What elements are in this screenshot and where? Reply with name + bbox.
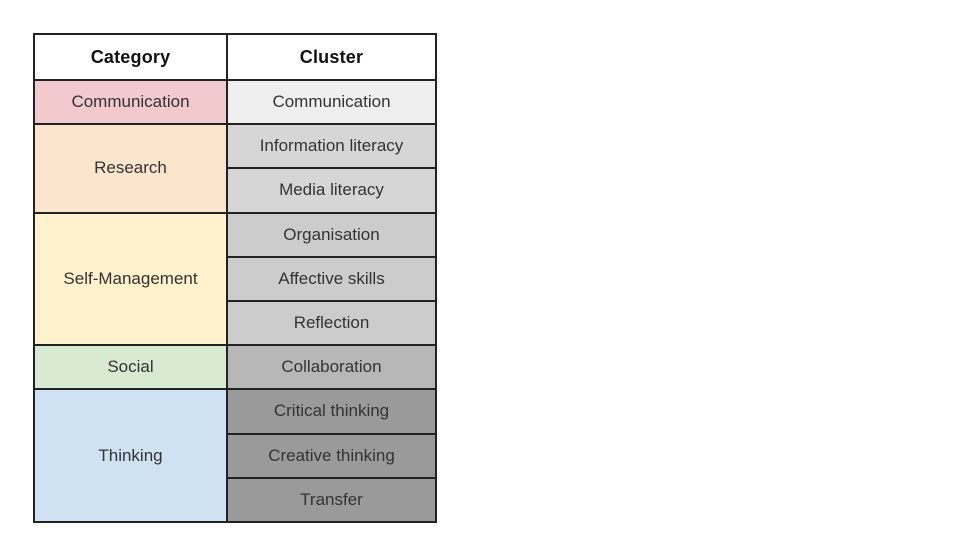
table-row: Creative thinking [34, 432, 437, 479]
category-cell-communication: Communication [33, 78, 228, 126]
atl-category-cluster-table: Category Cluster Communication Communica… [33, 33, 437, 524]
table-row: Self-Management Organisation [33, 211, 437, 347]
cluster-cell-critical-thinking: Critical thinking [226, 388, 437, 435]
table-header-row: Category Cluster [33, 33, 437, 81]
table-row: Transfer [34, 476, 437, 524]
table-row: Research Information literacy [33, 123, 437, 214]
cluster-cell-reflection: Reflection [226, 299, 437, 347]
table-row: Communication Communication [33, 78, 437, 126]
table-row: Affective skills [34, 255, 437, 302]
cluster-cell-information-literacy: Information literacy [226, 123, 437, 170]
cluster-cell-transfer: Transfer [226, 476, 437, 524]
cluster-cell-organisation: Organisation [226, 211, 437, 258]
column-header-cluster: Cluster [226, 33, 437, 81]
category-cell-self-management: Self-Management [33, 211, 228, 347]
cluster-cell-collaboration: Collaboration [226, 344, 437, 391]
cluster-cell-communication: Communication [226, 78, 437, 126]
column-header-category: Category [33, 33, 228, 81]
category-cell-social: Social [33, 344, 228, 391]
cluster-cell-creative-thinking: Creative thinking [226, 432, 437, 479]
category-cell-thinking: Thinking [33, 388, 228, 523]
table-row: Reflection [34, 299, 437, 347]
cluster-cell-media-literacy: Media literacy [226, 167, 437, 214]
table-row: Media literacy [34, 167, 437, 214]
table-row: Thinking Critical thinking [33, 388, 437, 523]
cluster-cell-affective-skills: Affective skills [226, 255, 437, 302]
table-row: Social Collaboration [33, 344, 437, 391]
category-cell-research: Research [33, 123, 228, 214]
